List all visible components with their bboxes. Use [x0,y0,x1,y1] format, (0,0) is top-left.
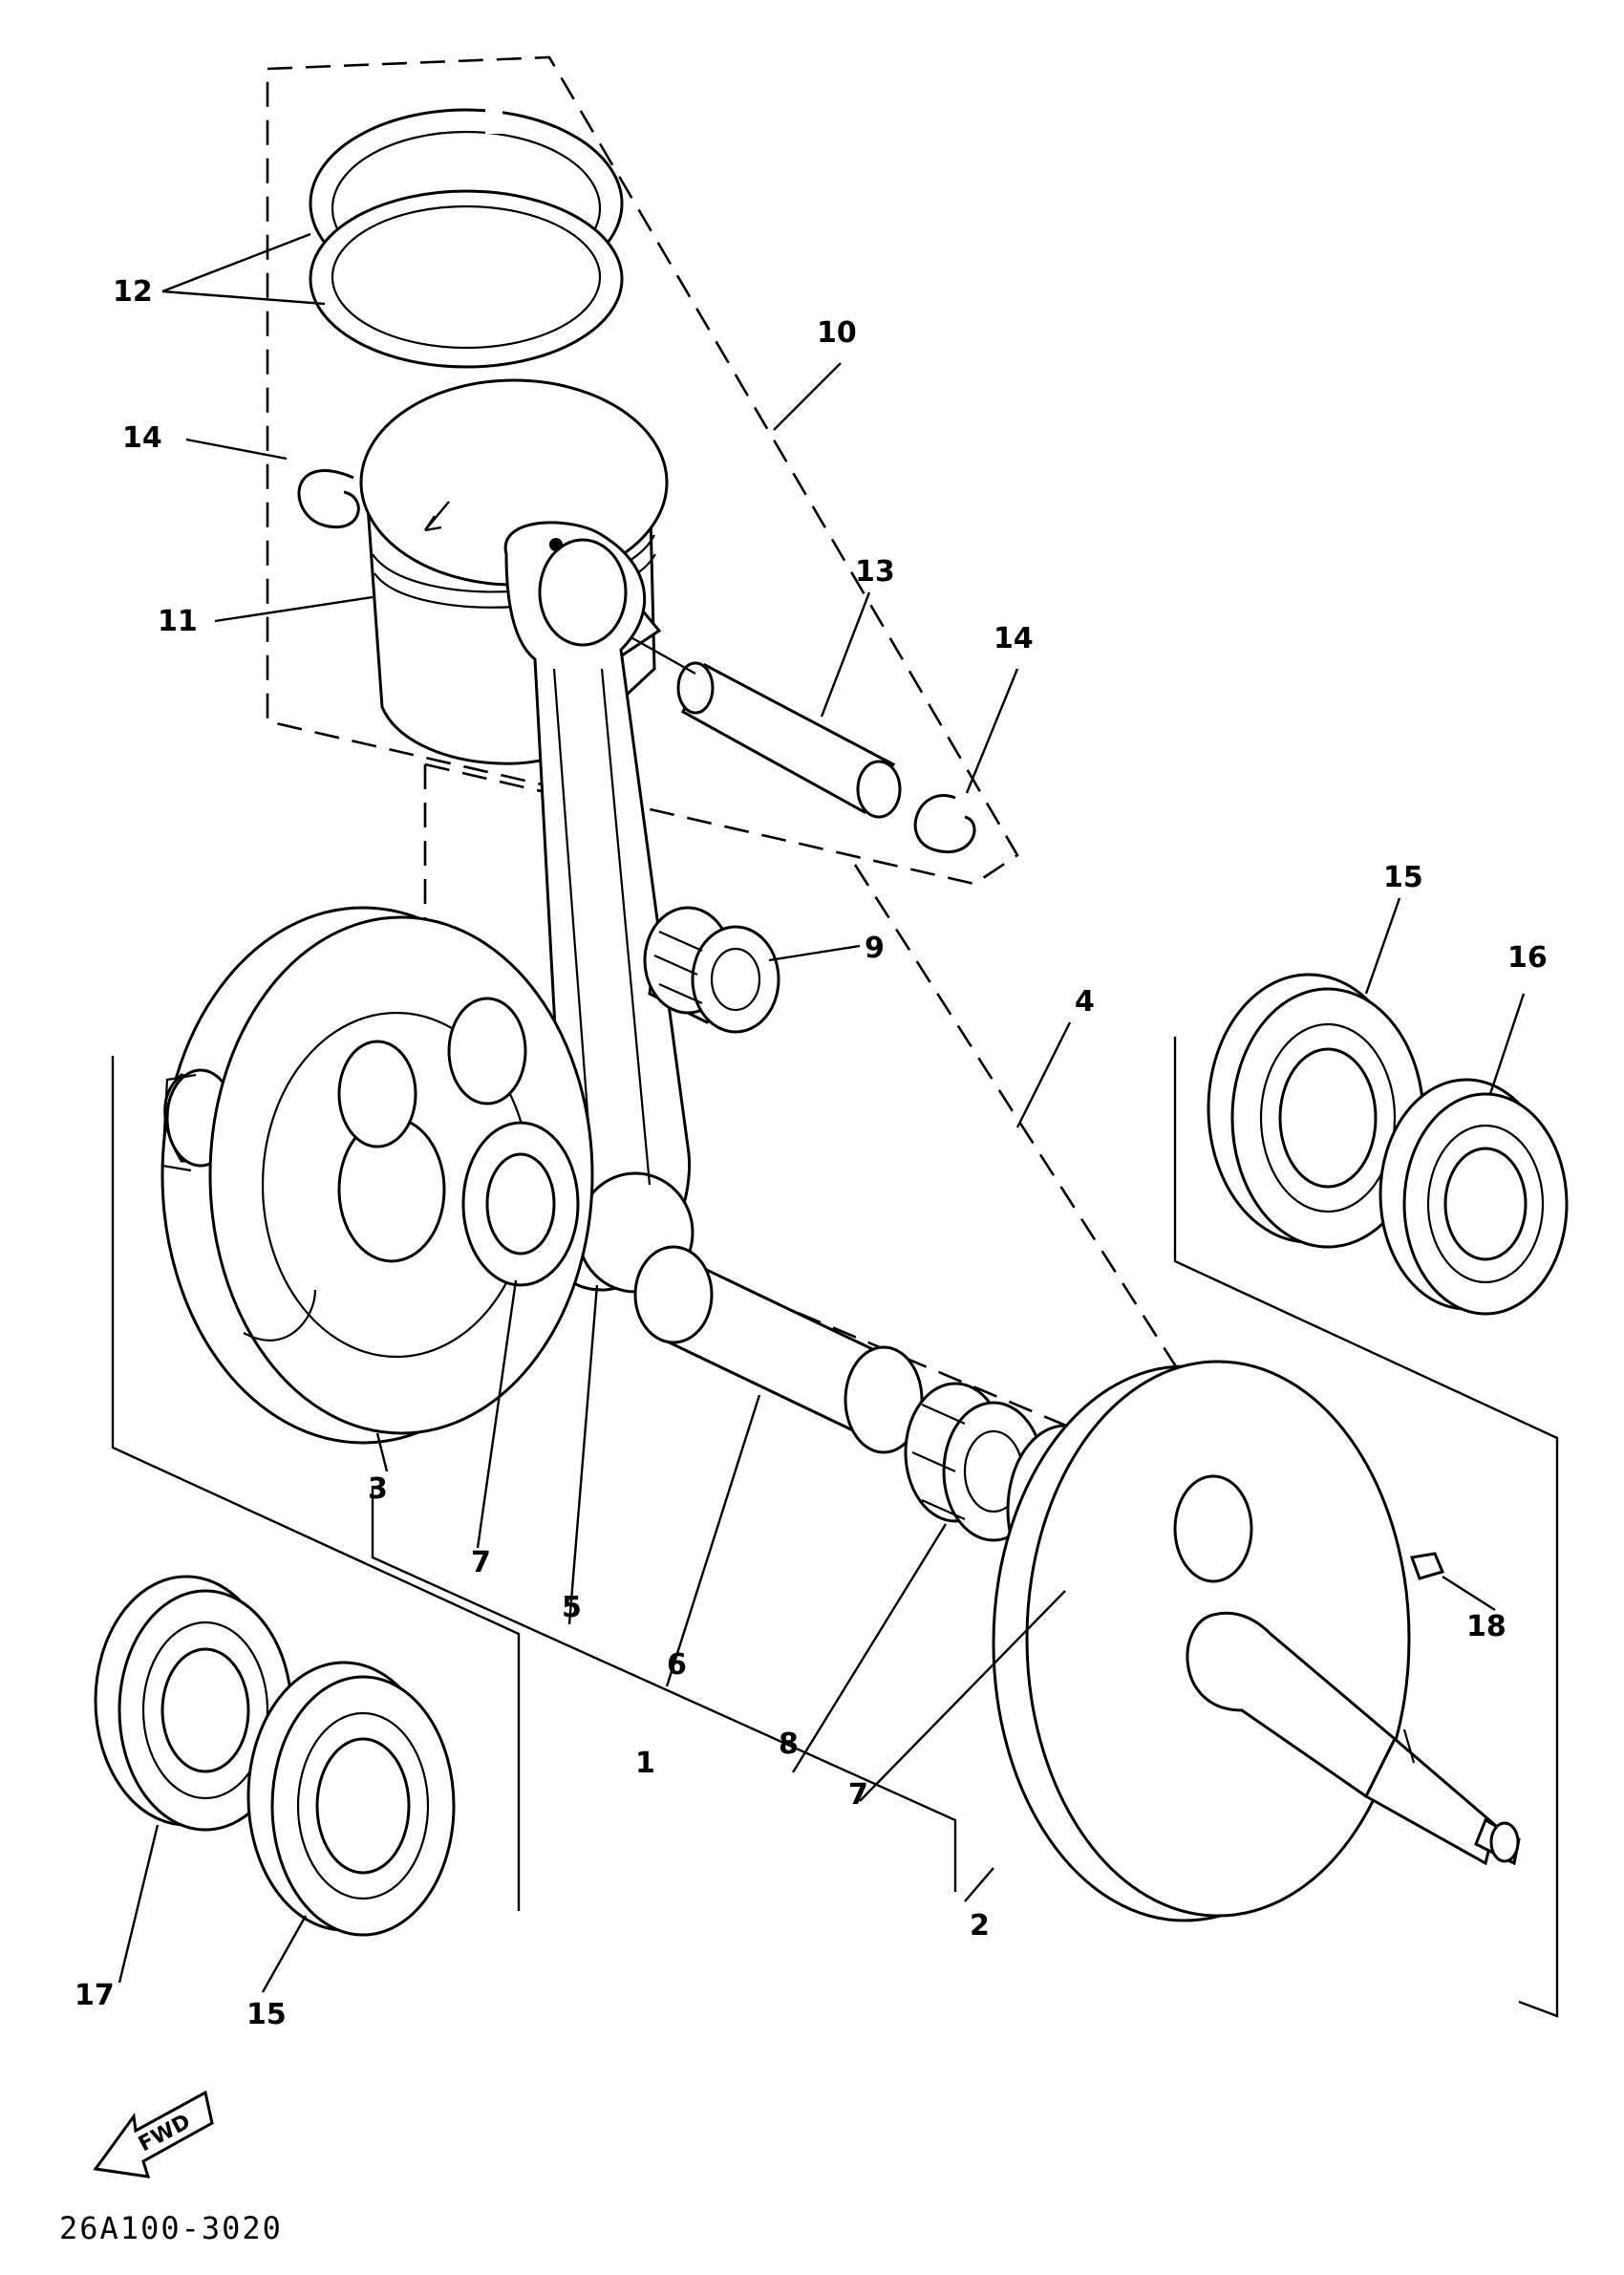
label-7-right: 7 [848,1778,868,1812]
label-2: 2 [970,1909,990,1942]
label-8: 8 [779,1728,799,1761]
oil-seal-right-16 [1378,1078,1569,1316]
circlip-right [913,794,976,854]
bearing-right-15 [1207,973,1425,1249]
drawing-code: 26A100-3020 [59,2210,283,2246]
part-labels: 12 14 11 10 13 14 9 4 15 16 3 7 5 6 1 8 … [75,275,1548,2031]
small-end-needle-bearing [643,906,780,1034]
crank-pin [633,1245,924,1454]
label-6: 6 [667,1648,687,1682]
label-9: 9 [865,932,885,965]
left-crank-wheel [160,906,594,1445]
right-crank-wheel [992,1360,1521,1922]
thrust-washer-left [461,1121,580,1287]
crankshaft-assembly-outline [111,1056,957,1911]
forward-arrow-icon: FWD [93,2090,214,2178]
label-15-left: 15 [246,1998,287,2031]
piston-pin [618,629,902,819]
oil-seal-left-17 [94,1575,293,1832]
label-18: 18 [1466,1610,1506,1643]
label-11: 11 [158,605,198,638]
circlip-left [297,469,360,529]
label-15-right: 15 [1383,861,1423,894]
label-16: 16 [1507,941,1548,975]
woodruff-key [1409,1552,1445,1580]
label-3: 3 [368,1472,388,1506]
label-13: 13 [855,555,895,589]
piston-rings [309,105,624,369]
label-10: 10 [817,316,857,350]
bearing-box-right [1173,1037,1559,2018]
leader-lines [118,232,1526,1993]
label-5: 5 [562,1591,582,1624]
label-14-left: 14 [122,421,162,455]
crank-assembly-outline [423,762,1196,1435]
label-4: 4 [1075,985,1095,1019]
piston-group-outline [266,55,1019,886]
label-12: 12 [113,275,153,309]
label-14-right: 14 [994,622,1034,655]
label-1: 1 [635,1747,655,1780]
bearing-left-15 [246,1661,456,1937]
label-7-left: 7 [471,1546,491,1579]
label-17: 17 [75,1979,115,2012]
